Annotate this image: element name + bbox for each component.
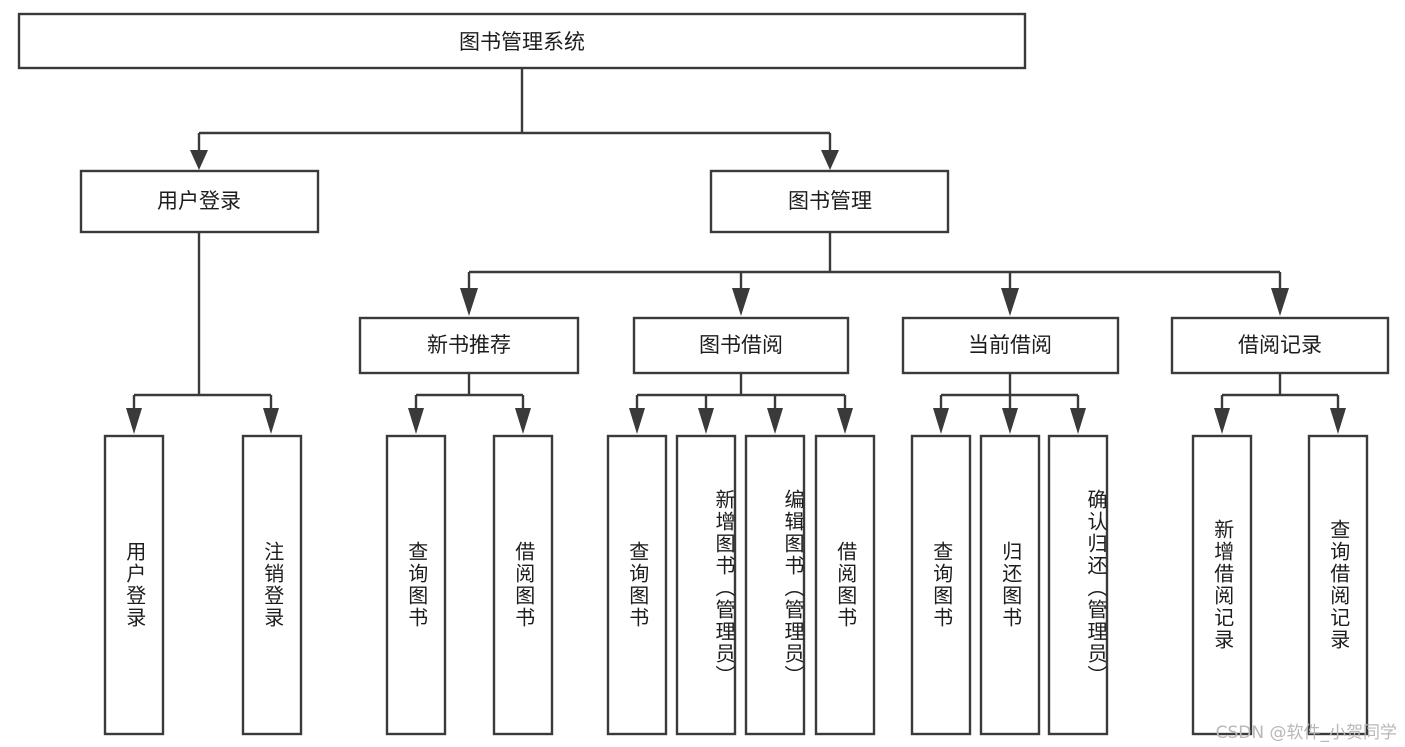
- leaf-box-4[interactable]: [606, 434, 668, 736]
- leaf-box-12[interactable]: [1307, 434, 1369, 736]
- arrowhead-user-login: [190, 150, 208, 170]
- arrowhead-leaf-8: [933, 408, 949, 434]
- leaf-box-0[interactable]: [103, 434, 165, 736]
- connectors-bookmanage-to-level3: [460, 232, 1289, 316]
- connectors-record-to-leaves: [1214, 373, 1346, 434]
- node-book-borrow-box[interactable]: [632, 316, 850, 375]
- node-new-book-recommend-box[interactable]: [358, 316, 580, 375]
- arrowhead-leaf-7: [837, 408, 853, 434]
- arrowhead-leaf-9: [1002, 408, 1018, 434]
- connectors-current-to-leaves: [933, 373, 1086, 434]
- leaf-box-11[interactable]: [1191, 434, 1253, 736]
- arrowhead-record: [1271, 288, 1289, 316]
- watermark-text: CSDN @软件_小贺同学: [1215, 723, 1397, 743]
- leaf-box-1[interactable]: [241, 434, 303, 736]
- arrowhead-leaf-0: [126, 408, 142, 434]
- node-user-login[interactable]: 用户登录: [79, 169, 320, 234]
- leaf-box-7[interactable]: [814, 434, 876, 736]
- node-book-manage-box[interactable]: [709, 169, 950, 234]
- node-new-book-recommend-label: 新书推荐: [427, 333, 511, 357]
- leaf-box-2[interactable]: [385, 434, 447, 736]
- leaf-box-3[interactable]: [492, 434, 554, 736]
- node-borrow-record-box[interactable]: [1170, 316, 1390, 375]
- leaf-box-5[interactable]: [675, 434, 737, 736]
- connectors-newbook-to-leaves: [408, 373, 531, 434]
- node-user-login-box[interactable]: [79, 169, 320, 234]
- node-current-borrow-box[interactable]: [901, 316, 1120, 375]
- node-borrow-record-label: 借阅记录: [1238, 333, 1322, 357]
- node-root[interactable]: 图书管理系统: [17, 12, 1027, 70]
- leaf-box-6[interactable]: [744, 434, 806, 736]
- connectors-borrow-to-leaves: [629, 373, 853, 434]
- node-user-login-label: 用户登录: [157, 189, 241, 213]
- arrowhead-borrow: [732, 288, 750, 316]
- node-new-book-recommend[interactable]: 新书推荐: [358, 316, 580, 375]
- node-current-borrow-label: 当前借阅: [968, 333, 1052, 357]
- node-book-manage-label: 图书管理: [788, 189, 872, 213]
- arrowhead-leaf-11: [1214, 408, 1230, 434]
- arrowhead-leaf-6: [767, 408, 783, 434]
- leaf-boxes: [103, 434, 1369, 736]
- node-book-borrow-label: 图书借阅: [699, 333, 783, 357]
- arrowhead-leaf-12: [1330, 408, 1346, 434]
- leaf-box-8[interactable]: [910, 434, 972, 736]
- arrowhead-leaf-1: [263, 408, 279, 434]
- connectors-root-to-level2: [190, 68, 839, 170]
- node-borrow-record[interactable]: 借阅记录: [1170, 316, 1390, 375]
- arrowhead-book-manage: [821, 150, 839, 170]
- node-root-label: 图书管理系统: [459, 30, 585, 54]
- arrowhead-leaf-10: [1070, 408, 1086, 434]
- node-root-box[interactable]: [17, 12, 1027, 70]
- leaf-box-10[interactable]: [1047, 434, 1109, 736]
- arrowhead-leaf-2: [408, 408, 424, 434]
- node-book-borrow[interactable]: 图书借阅: [632, 316, 850, 375]
- connectors-userlogin-to-leaves: [126, 232, 279, 434]
- arrowhead-leaf-5: [698, 408, 714, 434]
- arrowhead-leaf-4: [629, 408, 645, 434]
- node-book-manage[interactable]: 图书管理: [709, 169, 950, 234]
- leaf-box-9[interactable]: [979, 434, 1041, 736]
- arrowhead-leaf-3: [515, 408, 531, 434]
- arrowhead-new-book: [460, 288, 478, 316]
- node-current-borrow[interactable]: 当前借阅: [901, 316, 1120, 375]
- arrowhead-current: [1001, 288, 1019, 316]
